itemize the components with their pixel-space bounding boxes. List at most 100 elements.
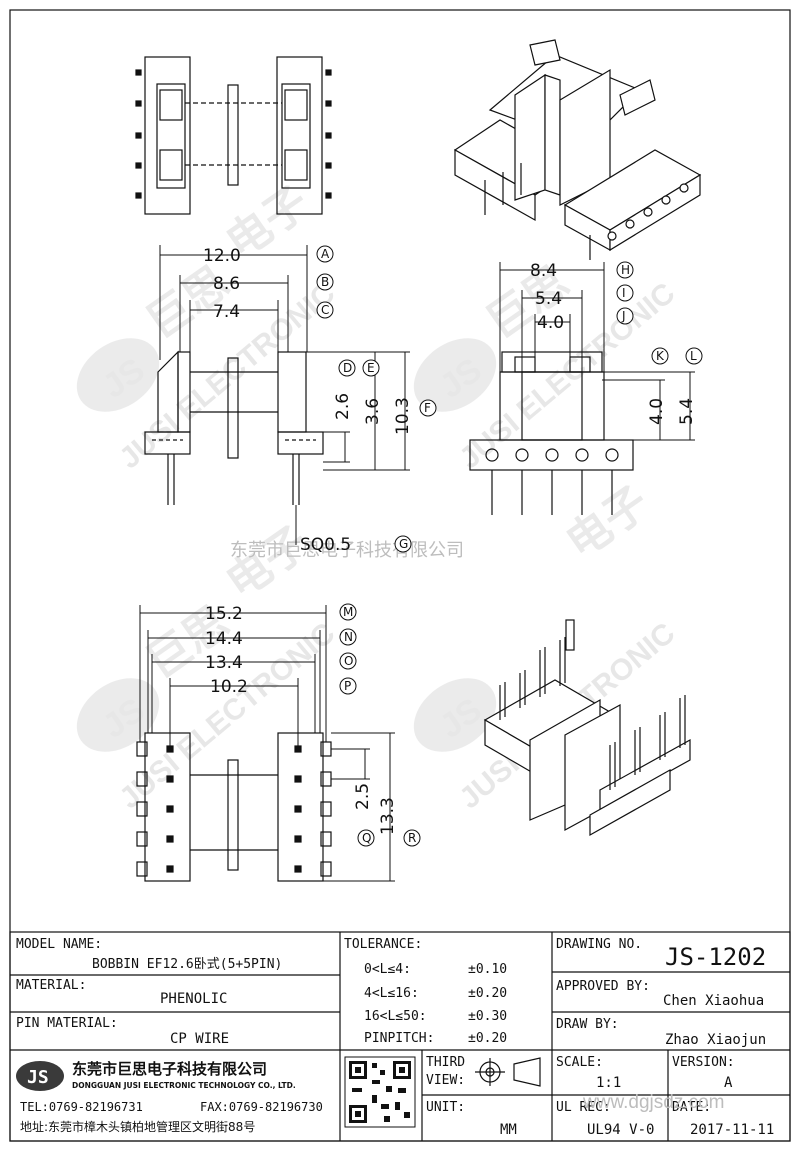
tag-a: A bbox=[316, 245, 334, 263]
company-logo: JS bbox=[16, 1061, 64, 1091]
svg-text:L: L bbox=[690, 349, 697, 363]
dim-p-value: 10.2 bbox=[210, 677, 248, 697]
side-view bbox=[469, 351, 634, 515]
tol-range-1: 0<L≤4: bbox=[364, 962, 411, 977]
watermark-brand-cn-a2: 巨思 bbox=[478, 258, 578, 349]
tag-b: B bbox=[316, 273, 334, 291]
tol-range-2: 4<L≤16: bbox=[364, 986, 419, 1001]
company-fax: FAX:0769-82196730 bbox=[200, 1100, 323, 1114]
svg-text:J: J bbox=[621, 309, 626, 323]
svg-text:F: F bbox=[424, 401, 431, 415]
title-block: MODEL NAME: BOBBIN EF12.6卧式(5+5PIN) MATE… bbox=[9, 931, 791, 1142]
dim-b-value: 8.6 bbox=[213, 274, 240, 294]
version-label: VERSION: bbox=[672, 1055, 735, 1070]
scale-label: SCALE: bbox=[556, 1055, 603, 1070]
tag-f: F bbox=[419, 399, 437, 417]
tol-value-1: ±0.10 bbox=[468, 962, 507, 977]
dim-j-value: 4.0 bbox=[537, 313, 564, 333]
svg-text:O: O bbox=[344, 654, 353, 668]
svg-text:B: B bbox=[321, 275, 329, 289]
svg-text:Q: Q bbox=[362, 831, 371, 845]
top-view bbox=[135, 56, 332, 215]
tag-p: P bbox=[339, 677, 357, 695]
dim-n-value: 14.4 bbox=[205, 629, 243, 649]
pin-material-label: PIN MATERIAL: bbox=[16, 1016, 118, 1031]
tag-e: E bbox=[362, 359, 380, 377]
dim-r-value: 13.3 bbox=[378, 797, 398, 835]
tag-h: H bbox=[616, 261, 634, 279]
tol-range-4: PINPITCH: bbox=[364, 1031, 434, 1046]
tol-value-4: ±0.20 bbox=[468, 1031, 507, 1046]
isometric-view-2 bbox=[483, 619, 691, 837]
dim-c-value: 7.4 bbox=[213, 302, 240, 322]
ul-label: UL REC: bbox=[556, 1100, 611, 1115]
dim-g-value: SQ0.5 bbox=[300, 535, 351, 555]
tag-n: N bbox=[339, 628, 357, 646]
material-value: PHENOLIC bbox=[160, 991, 227, 1007]
unit-label: UNIT: bbox=[426, 1100, 465, 1115]
tag-d: D bbox=[338, 359, 356, 377]
date-value: 2017-11-11 bbox=[690, 1122, 774, 1138]
tag-j: J bbox=[616, 307, 634, 325]
dimension-labels: 12.0 8.6 7.4 2.6 3.6 10.3 SQ0.5 8.4 5.4 … bbox=[203, 246, 697, 835]
ul-value: UL94 V-0 bbox=[587, 1122, 654, 1138]
third-angle-symbol-icon bbox=[475, 1057, 541, 1087]
svg-text:H: H bbox=[621, 263, 630, 277]
company-logo-text: JS bbox=[27, 1067, 49, 1088]
dimension-tags: A B C D E F G H I J K L M N O P Q R bbox=[316, 245, 703, 847]
company-address: 地址:东莞市樟木头镇柏地管理区文明街88号 bbox=[20, 1119, 255, 1134]
approved-value: Chen Xiaohua bbox=[663, 993, 764, 1009]
svg-text:R: R bbox=[408, 831, 416, 845]
dim-m-value: 15.2 bbox=[205, 604, 243, 624]
drawing-no-value: JS-1202 bbox=[665, 943, 766, 971]
svg-text:E: E bbox=[367, 361, 375, 375]
dim-a-value: 12.0 bbox=[203, 246, 241, 266]
dim-l-value: 5.4 bbox=[677, 398, 697, 425]
dim-o-value: 13.4 bbox=[205, 653, 243, 673]
dim-h-value: 8.4 bbox=[530, 261, 557, 281]
tag-q: Q bbox=[357, 829, 375, 847]
approved-label: APPROVED BY: bbox=[556, 979, 650, 994]
svg-text:A: A bbox=[321, 247, 330, 261]
drawing-no-label: DRAWING NO. bbox=[556, 937, 642, 952]
watermark-logo-3: JS bbox=[76, 678, 160, 752]
company-tel: TEL:0769-82196731 bbox=[20, 1100, 143, 1114]
tag-k: K bbox=[651, 347, 669, 365]
material-label: MATERIAL: bbox=[16, 978, 86, 993]
tag-o: O bbox=[339, 652, 357, 670]
svg-text:D: D bbox=[343, 361, 352, 375]
third-view-label-1: THIRD bbox=[426, 1055, 465, 1070]
dimension-lines bbox=[139, 245, 695, 882]
site-watermark: www.dgjsdz.com bbox=[582, 1092, 725, 1113]
tag-r: R bbox=[403, 829, 421, 847]
svg-text:C: C bbox=[321, 303, 329, 317]
dim-e-value: 3.6 bbox=[363, 398, 383, 425]
company-cn-name: 东莞市巨思电子科技有限公司 bbox=[72, 1060, 267, 1078]
version-value: A bbox=[724, 1075, 733, 1091]
watermark-brand-cn-b3: 电子 bbox=[218, 518, 318, 609]
tolerance-label: TOLERANCE: bbox=[344, 937, 422, 952]
tag-c: C bbox=[316, 301, 334, 319]
tol-value-3: ±0.30 bbox=[468, 1009, 507, 1024]
third-view-label-2: VIEW: bbox=[426, 1073, 465, 1088]
svg-text:I: I bbox=[622, 286, 626, 300]
dim-k-value: 4.0 bbox=[647, 398, 667, 425]
pin-material-value: CP WIRE bbox=[170, 1031, 229, 1047]
svg-text:G: G bbox=[399, 537, 408, 551]
scale-value: 1:1 bbox=[596, 1075, 621, 1091]
draw-label: DRAW BY: bbox=[556, 1017, 619, 1032]
model-label: MODEL NAME: bbox=[16, 937, 102, 952]
dim-i-value: 5.4 bbox=[535, 289, 562, 309]
tag-l: L bbox=[685, 347, 703, 365]
dim-q-value: 2.5 bbox=[353, 783, 373, 810]
isometric-view-1 bbox=[453, 39, 702, 260]
front-view bbox=[144, 350, 324, 505]
qr-code-icon bbox=[344, 1056, 416, 1128]
tag-g: G bbox=[394, 535, 412, 553]
unit-value: MM bbox=[500, 1122, 517, 1138]
tol-value-2: ±0.20 bbox=[468, 986, 507, 1001]
svg-text:K: K bbox=[656, 349, 665, 363]
tag-m: M bbox=[339, 603, 357, 621]
svg-text:P: P bbox=[344, 679, 351, 693]
